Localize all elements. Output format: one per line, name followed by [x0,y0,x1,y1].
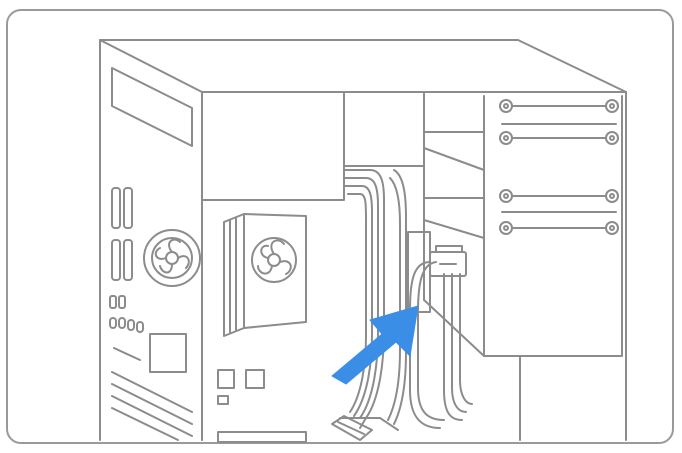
rear-port-small-2 [118,295,126,309]
psu-box [201,91,345,201]
rear-port-small-1 [109,295,117,309]
bottom-connector [331,415,373,441]
expansion-slot-4 [111,407,179,441]
drive-cage-rail-4 [423,219,485,239]
rear-port-column-1 [111,187,121,229]
rear-port-round-2 [118,317,126,329]
rear-fan-icon [143,229,201,287]
cpu-heatsink [223,213,245,337]
rear-slot-bar [113,347,141,361]
rear-port-round-3 [127,319,135,331]
drive-bay-slot-2 [499,189,619,235]
rear-port-column-3 [111,239,121,281]
drive-bay-slot-1 [499,99,619,145]
expansion-slot-3 [111,395,193,437]
expansion-slot-2 [111,383,193,425]
rear-port-column-4 [123,239,133,281]
mb-chip-2 [245,369,265,389]
drive-cage-rail-2 [423,147,485,171]
case-drawing [99,39,627,443]
rear-port-block [149,333,187,373]
frame-border [6,9,674,444]
rear-port-round-1 [109,317,117,329]
rear-port-round-4 [136,321,144,333]
mb-chip-3 [217,395,229,405]
arrow-shaft [331,305,419,385]
rear-port-column-2 [123,187,133,229]
cpu-fan-icon [243,213,307,329]
power-cable-bundle [339,169,473,431]
arrow-icon [331,305,419,385]
case-top-edge [99,39,627,93]
expansion-slot-1 [111,371,193,413]
psu-divider [343,91,425,167]
mb-slot-bottom [217,431,307,443]
power-connector-icon [429,245,467,277]
rear-io-slot-top [111,67,193,147]
mb-chip-1 [217,369,235,389]
